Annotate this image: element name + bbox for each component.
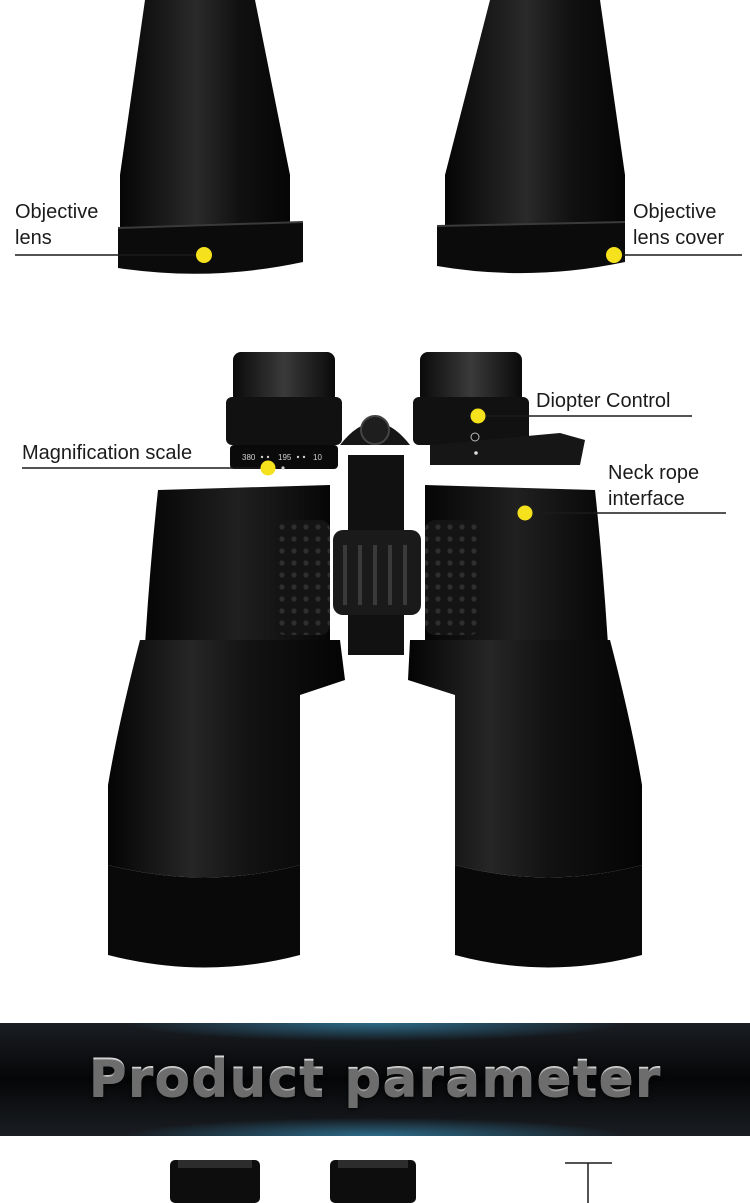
neck-rope-label-line2: interface bbox=[608, 488, 685, 510]
lens-cover-label-line2: lens cover bbox=[633, 227, 725, 249]
objective-barrels-illustration bbox=[15, 0, 742, 274]
banner-title: Product parameter bbox=[0, 1047, 750, 1109]
right-eyepiece-ring bbox=[413, 397, 529, 445]
diopter-lever bbox=[430, 433, 585, 465]
magnification-scale-marker bbox=[260, 460, 276, 476]
lens-cover-label-line1: Objective bbox=[633, 201, 717, 223]
right-barrel bbox=[445, 0, 625, 235]
parameter-preview-section bbox=[0, 1136, 750, 1203]
objective-lens-label-line1: Objective bbox=[15, 201, 99, 223]
right-objective-end bbox=[455, 865, 642, 968]
binoculars-top-preview bbox=[170, 1160, 612, 1203]
binoculars-illustration: 380 195 10 bbox=[22, 352, 726, 968]
left-eyecup bbox=[233, 352, 335, 404]
left-objective-end bbox=[108, 865, 300, 968]
magnification-scale-ring bbox=[230, 445, 338, 469]
left-eyepiece-ring bbox=[226, 397, 342, 445]
magnification-scale-label: Magnification scale bbox=[22, 442, 193, 464]
neck-rope-interface-label: Neck rope interface bbox=[608, 460, 699, 512]
neck-rope-interface-marker bbox=[517, 505, 533, 521]
scale-tick-380: 380 bbox=[242, 453, 256, 462]
objective-lens-detail-section: Objective lens Objective lens cover bbox=[0, 0, 750, 305]
diopter-control-label: Diopter Control bbox=[536, 390, 671, 412]
right-lens-cover bbox=[437, 222, 625, 274]
binoculars-overview-section: 380 195 10 Diopter Control Magnification… bbox=[0, 305, 750, 1023]
right-grip-texture bbox=[425, 520, 480, 635]
right-objective-barrel bbox=[408, 640, 642, 878]
diopter-control-marker bbox=[470, 408, 486, 424]
objective-lens-cover-label: Objective lens cover bbox=[633, 199, 724, 251]
scale-tick-195: 195 bbox=[278, 453, 292, 462]
scale-tick-10: 10 bbox=[313, 453, 322, 462]
objective-lens-marker bbox=[196, 247, 212, 263]
left-objective-ring bbox=[118, 222, 303, 274]
left-barrel bbox=[120, 0, 290, 235]
banner-background bbox=[0, 1023, 750, 1136]
product-parameter-banner: Product parameter bbox=[0, 1023, 750, 1136]
objective-lens-label-line2: lens bbox=[15, 227, 52, 249]
left-grip-texture bbox=[275, 520, 330, 635]
lens-cover-marker bbox=[606, 247, 622, 263]
objective-lens-label: Objective lens bbox=[15, 199, 98, 251]
neck-rope-label-line1: Neck rope bbox=[608, 462, 700, 484]
left-objective-barrel bbox=[108, 640, 345, 878]
right-eyecup bbox=[420, 352, 522, 404]
